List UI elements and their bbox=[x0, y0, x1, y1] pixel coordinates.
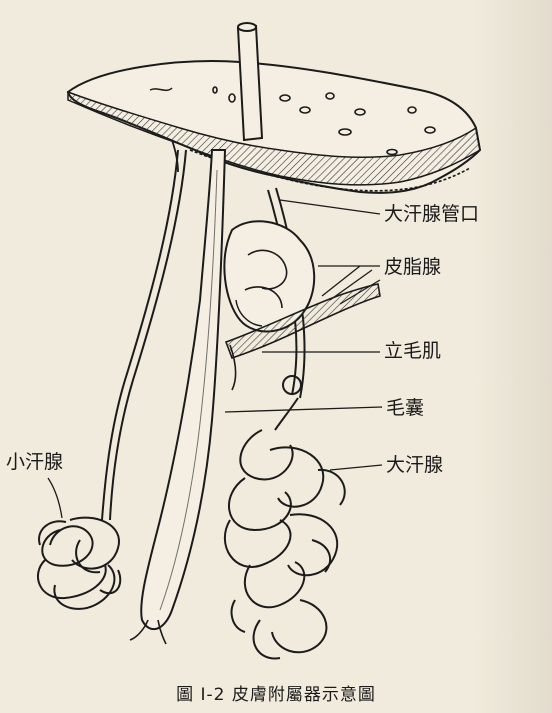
eccrine-coil bbox=[38, 518, 120, 609]
hair-follicle bbox=[130, 150, 225, 644]
skin-slab bbox=[68, 61, 480, 193]
apocrine-coil bbox=[225, 430, 345, 658]
leader-eccrine bbox=[48, 478, 62, 518]
label-apocrine-gland: 大汗腺 bbox=[386, 456, 443, 475]
label-apocrine-duct-opening: 大汗腺管口 bbox=[384, 205, 479, 224]
label-eccrine-gland: 小汗腺 bbox=[6, 453, 63, 472]
figure-caption: 圖 I-2 皮膚附屬器示意圖 bbox=[0, 680, 552, 705]
leader-apocrine bbox=[330, 465, 382, 470]
label-arrector-pili: 立毛肌 bbox=[384, 342, 441, 361]
label-hair-follicle: 毛囊 bbox=[386, 399, 424, 418]
leader-duct-opening bbox=[280, 200, 380, 214]
label-sebaceous-gland: 皮脂腺 bbox=[384, 258, 441, 277]
leader-follicle bbox=[225, 407, 382, 412]
